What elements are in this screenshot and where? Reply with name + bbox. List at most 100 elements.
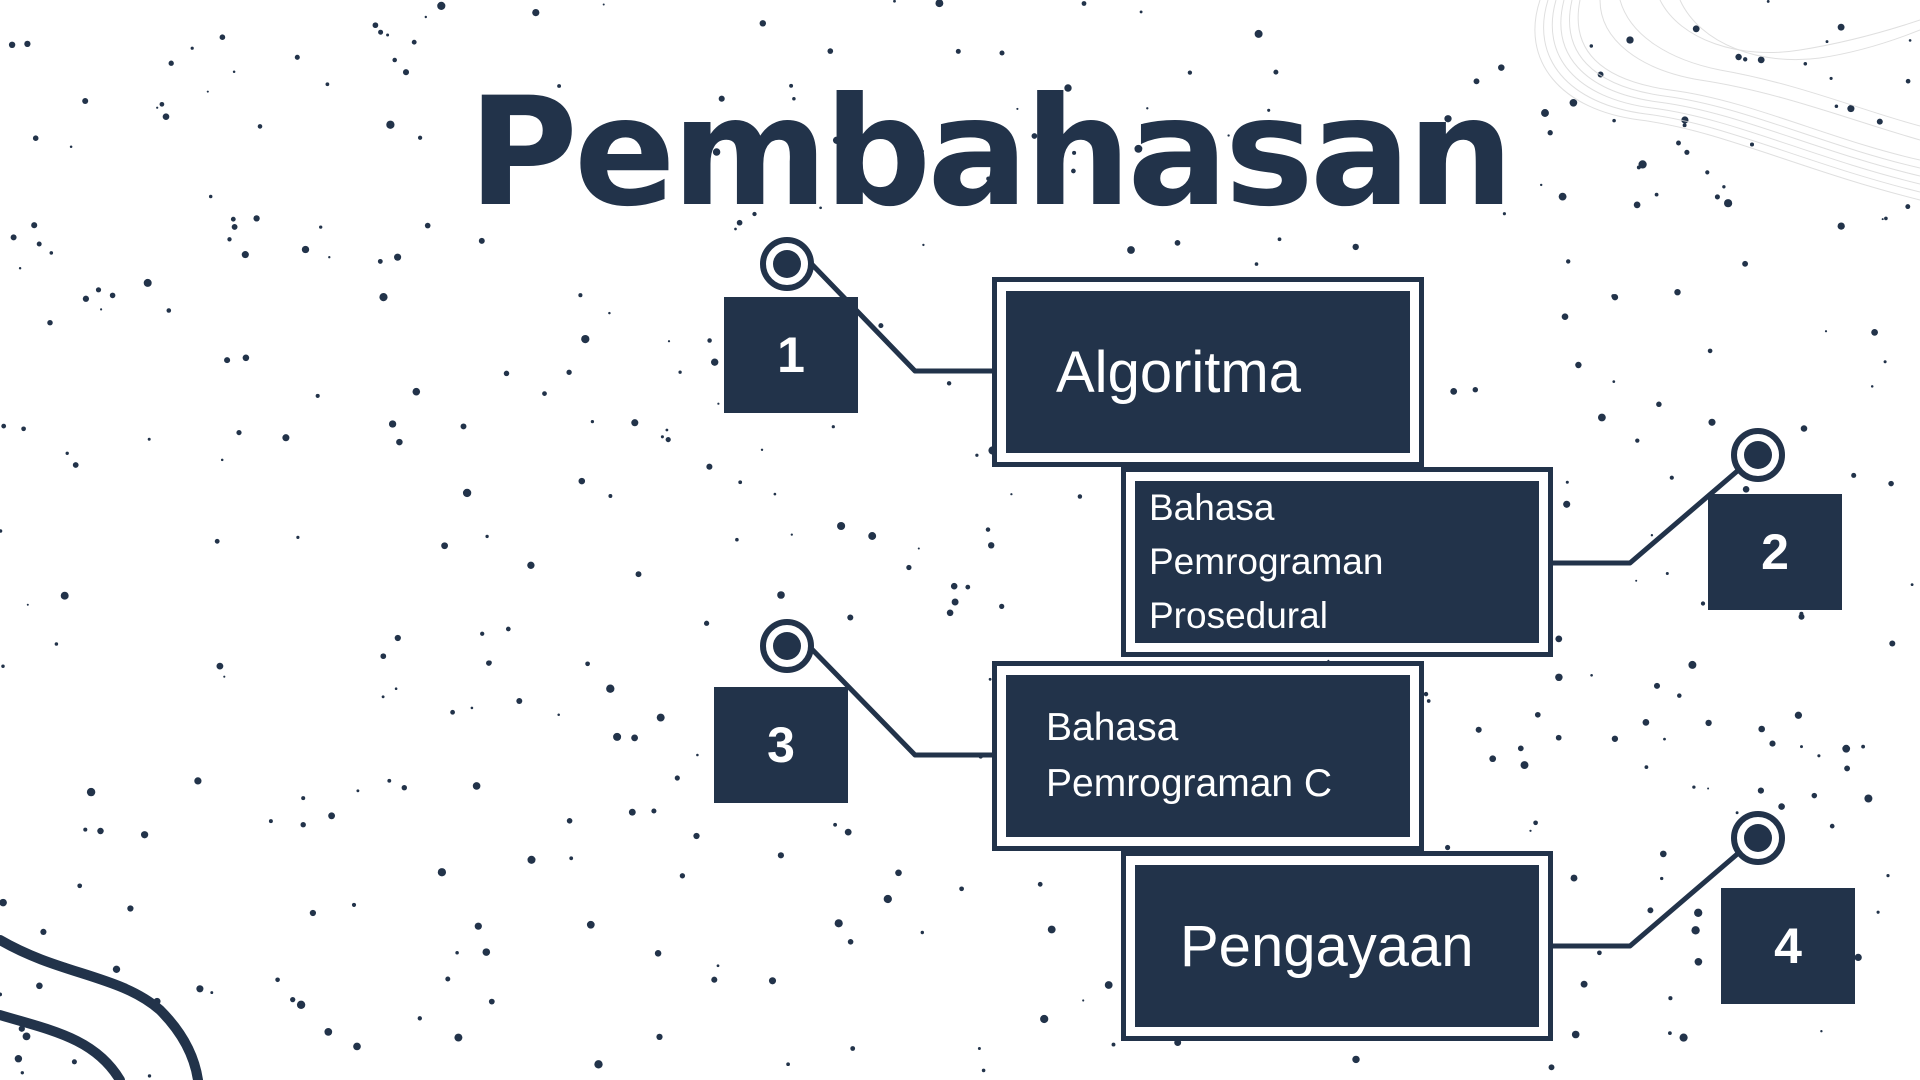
speckle-dot: [985, 527, 991, 532]
speckle-dot: [381, 695, 385, 699]
item-label-1: Algoritma: [1056, 339, 1301, 405]
speckle-dot: [20, 1071, 24, 1075]
speckle-dot: [651, 808, 657, 814]
speckle-dot: [1563, 500, 1571, 508]
speckle-dot: [1016, 107, 1019, 110]
speckle-dot: [1489, 755, 1497, 763]
speckle-dot: [1883, 360, 1887, 364]
speckle-dot: [275, 977, 280, 983]
speckle-dot: [219, 34, 226, 41]
speckle-dot: [488, 998, 495, 1005]
speckle-dot: [1742, 260, 1749, 267]
speckle-dot: [60, 591, 69, 600]
item-card-4[interactable]: Pengayaan: [1121, 851, 1553, 1041]
speckle-dot: [402, 69, 410, 76]
speckle-dot: [854, 176, 861, 183]
speckle-dot: [656, 713, 665, 722]
speckle-dot: [1851, 472, 1857, 478]
speckle-dot: [109, 292, 116, 299]
speckle-dot: [8, 41, 16, 49]
speckle-dot: [417, 1016, 422, 1021]
speckle-dot: [1534, 711, 1541, 718]
speckle-dot: [166, 308, 172, 313]
speckle-dot: [140, 831, 149, 839]
speckle-dot: [1561, 313, 1569, 321]
speckle-dot: [437, 868, 447, 877]
speckle-dot: [532, 9, 540, 17]
speckle-dot: [301, 245, 310, 254]
speckle-dot: [1071, 168, 1076, 174]
speckle-dot: [878, 323, 884, 329]
speckle-dot: [790, 533, 793, 536]
speckle-dot: [394, 253, 402, 261]
speckle-dot: [1598, 413, 1606, 422]
speckle-dot: [1800, 425, 1808, 432]
speckle-dot: [21, 426, 26, 432]
speckle-dot: [227, 237, 232, 242]
connector-line-2: [1552, 453, 1758, 566]
item-card-2[interactable]: Bahasa Pemrograman Prosedural: [1121, 467, 1553, 657]
speckle-dot: [319, 225, 323, 229]
speckle-dot: [1669, 475, 1674, 480]
speckle-dot: [1010, 493, 1013, 496]
speckle-dot: [1611, 294, 1619, 301]
speckle-dot: [1635, 579, 1638, 582]
speckle-dot: [487, 660, 492, 665]
speckle-dot: [356, 789, 360, 793]
speckle-dot: [920, 930, 924, 935]
speckle-dot: [711, 976, 718, 983]
speckle-dot: [396, 438, 403, 446]
speckle-dot: [527, 561, 535, 569]
speckle-dot: [566, 369, 572, 375]
speckle-dot: [1040, 1014, 1049, 1024]
speckle-dot: [569, 856, 574, 861]
speckle-dot: [1844, 765, 1851, 772]
speckle-dot: [602, 3, 605, 6]
speckle-dot: [950, 582, 958, 590]
speckle-dot: [935, 0, 944, 8]
speckle-dot: [1708, 418, 1716, 426]
item-card-1[interactable]: Algoritma: [992, 277, 1424, 467]
speckle-dot: [1676, 140, 1681, 146]
speckle-dot: [257, 124, 263, 129]
speckle-dot: [1187, 70, 1193, 75]
speckle-dot: [31, 222, 38, 229]
speckle-dot: [883, 894, 892, 904]
speckle-dot: [482, 948, 491, 956]
speckle-dot: [654, 950, 662, 957]
speckle-dot: [1705, 170, 1710, 175]
speckle-dot: [49, 251, 54, 255]
speckle-dot: [231, 223, 238, 230]
speckle-dot: [1227, 134, 1230, 137]
speckle-dot: [606, 684, 615, 693]
item-card-3[interactable]: Bahasa Pemrograman C: [992, 661, 1424, 851]
speckle-dot: [190, 46, 194, 50]
speckle-dot: [1908, 39, 1912, 42]
speckle-dot: [1472, 386, 1479, 393]
speckle-dot: [485, 534, 489, 539]
speckle-dot: [1635, 438, 1640, 443]
speckle-dot: [230, 216, 236, 222]
speckle-dot: [282, 434, 290, 442]
speckle-dot: [242, 354, 250, 362]
speckle-dot: [1743, 57, 1748, 62]
speckle-dot: [578, 477, 586, 485]
speckle-dot: [72, 462, 79, 468]
speckle-dot: [1707, 348, 1713, 354]
speckle-dot: [906, 564, 912, 571]
speckle-dot: [424, 15, 427, 19]
speckle-dot: [1707, 787, 1710, 790]
item-card-3-inner: Bahasa Pemrograman C: [1006, 675, 1410, 837]
speckle-dot: [789, 83, 794, 88]
speckle-dot: [660, 435, 664, 439]
speckle-dot: [412, 387, 421, 396]
speckle-dot: [328, 256, 331, 259]
number-badge-4: 4: [1721, 888, 1855, 1004]
speckle-dot: [895, 869, 902, 877]
number-badge-1: 1: [724, 297, 858, 413]
speckle-dot: [773, 492, 777, 496]
speckle-dot: [196, 985, 204, 993]
